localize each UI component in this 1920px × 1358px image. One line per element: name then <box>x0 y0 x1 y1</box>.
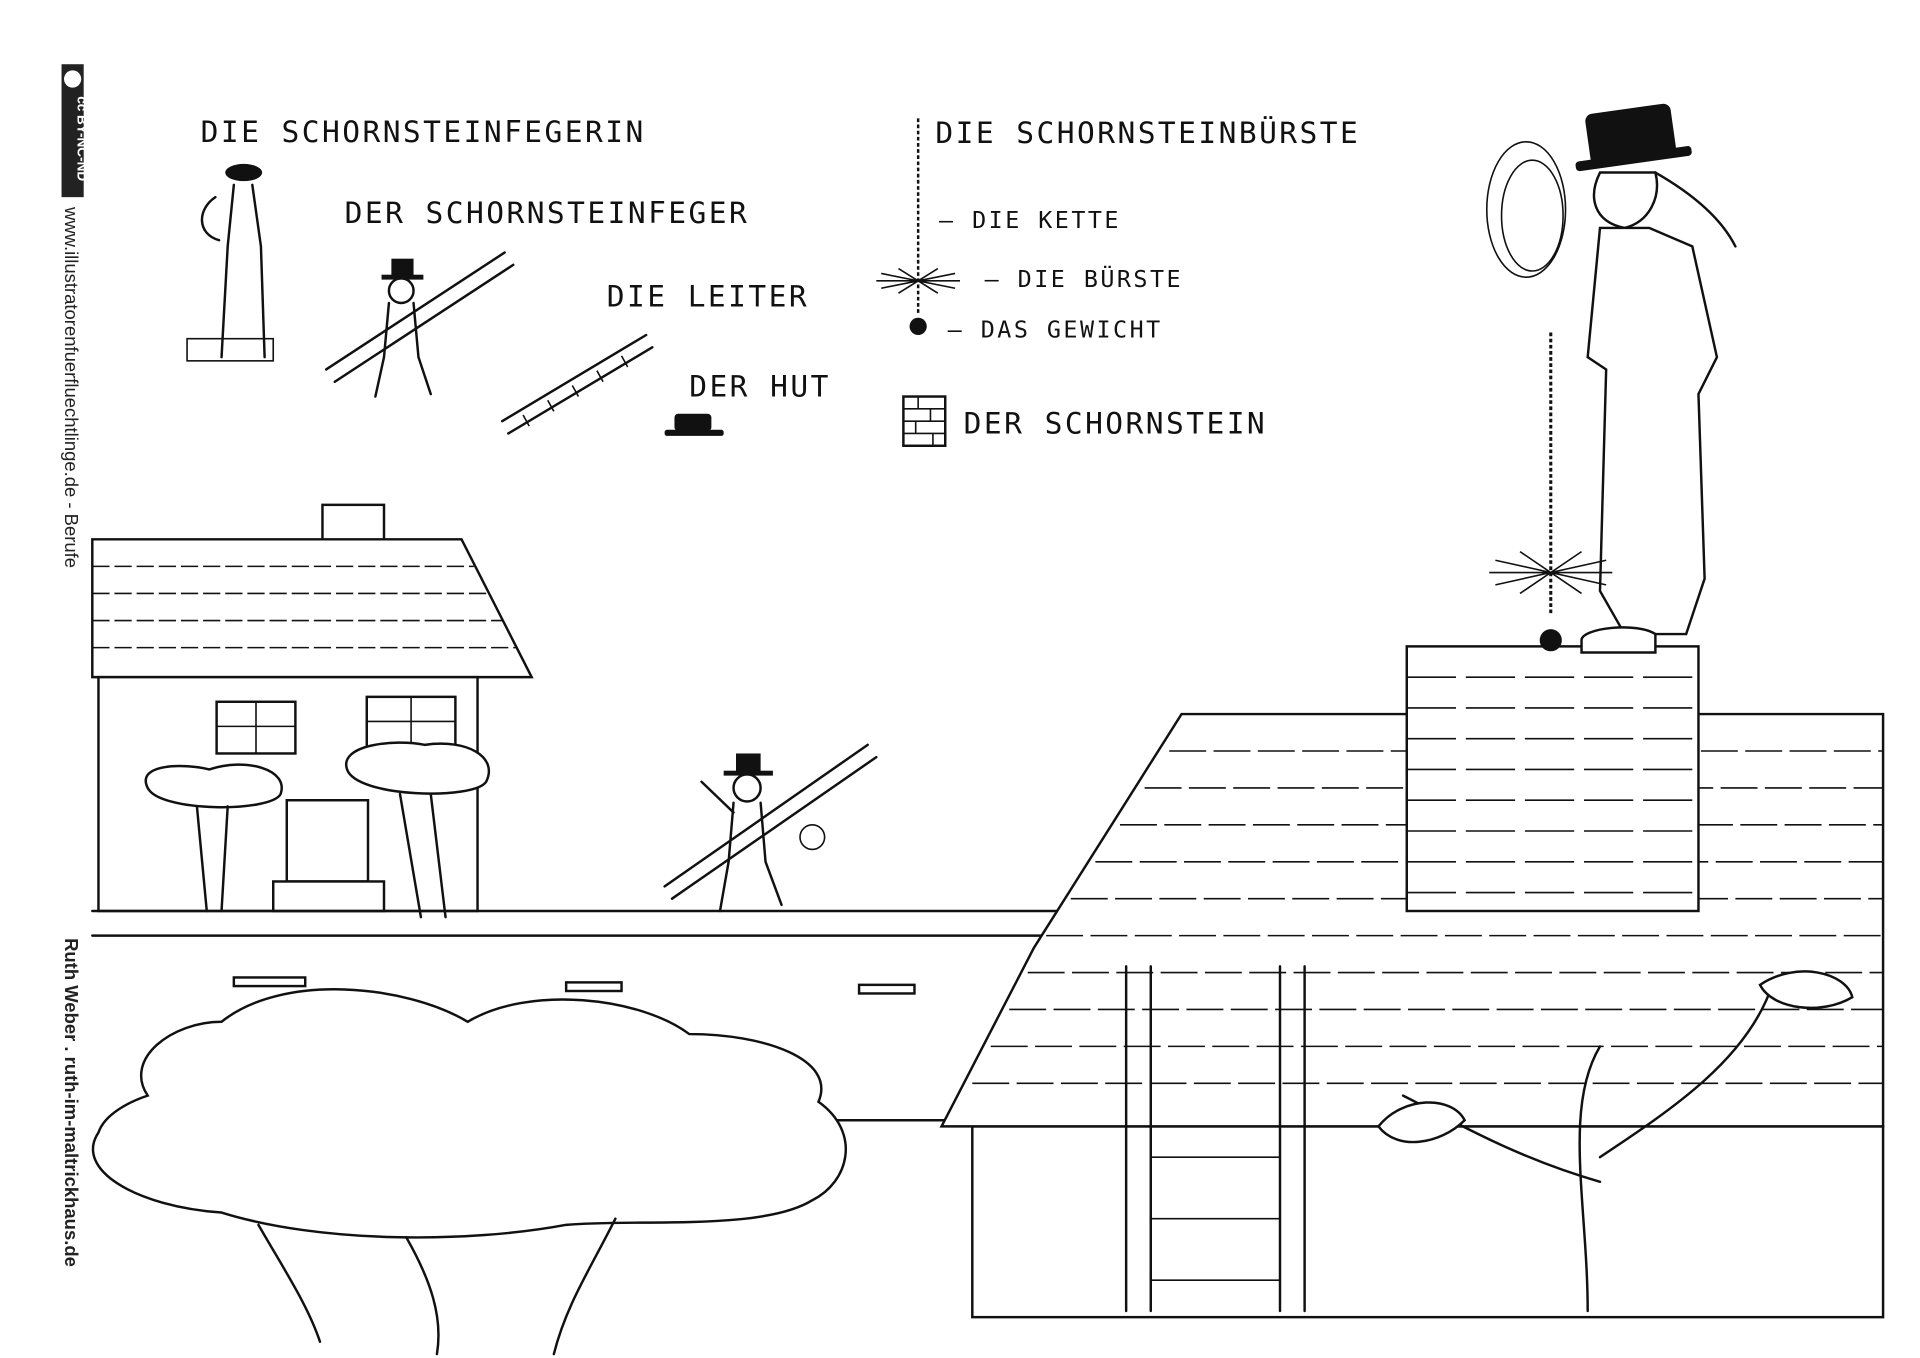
label-kette: – DIE KETTE <box>939 206 1121 234</box>
license-badge: cc BY-NC-ND <box>61 64 90 198</box>
street <box>91 909 1060 1122</box>
chimney-sweep-figure <box>1485 103 1737 654</box>
bush <box>91 988 847 1356</box>
right-house <box>939 645 1885 1319</box>
website-credit: www.illustratorenfuerfluechtlinge.de - B… <box>61 206 82 568</box>
label-hut: DER HUT <box>689 370 831 404</box>
label-schornsteinfegerin: DIE SCHORNSTEINFEGERIN <box>201 115 646 149</box>
left-house <box>91 503 534 919</box>
chimney-icon <box>902 395 947 448</box>
label-schornsteinbuerste: DIE SCHORNSTEINBÜRSTE <box>935 114 1360 150</box>
author-credit: Ruth Weber . ruth-im-maltrickhaus.de <box>61 938 82 1267</box>
svg-text:cc BY-NC-ND: cc BY-NC-ND <box>75 96 90 181</box>
hat-icon <box>664 413 724 436</box>
label-gewicht: – DAS GEWICHT <box>948 315 1163 343</box>
ladder-icon <box>500 333 654 435</box>
label-schornsteinfeger: DER SCHORNSTEINFEGER <box>345 196 750 230</box>
label-buerste: – DIE BÜRSTE <box>985 265 1183 293</box>
female-sweep-icon <box>186 163 275 362</box>
label-schornstein: DER SCHORNSTEIN <box>964 406 1267 440</box>
label-leiter: DIE LEITER <box>607 280 809 314</box>
male-sweep-icon <box>324 251 515 398</box>
chimney-brush-icon <box>876 118 960 335</box>
walking-sweep <box>663 743 878 913</box>
